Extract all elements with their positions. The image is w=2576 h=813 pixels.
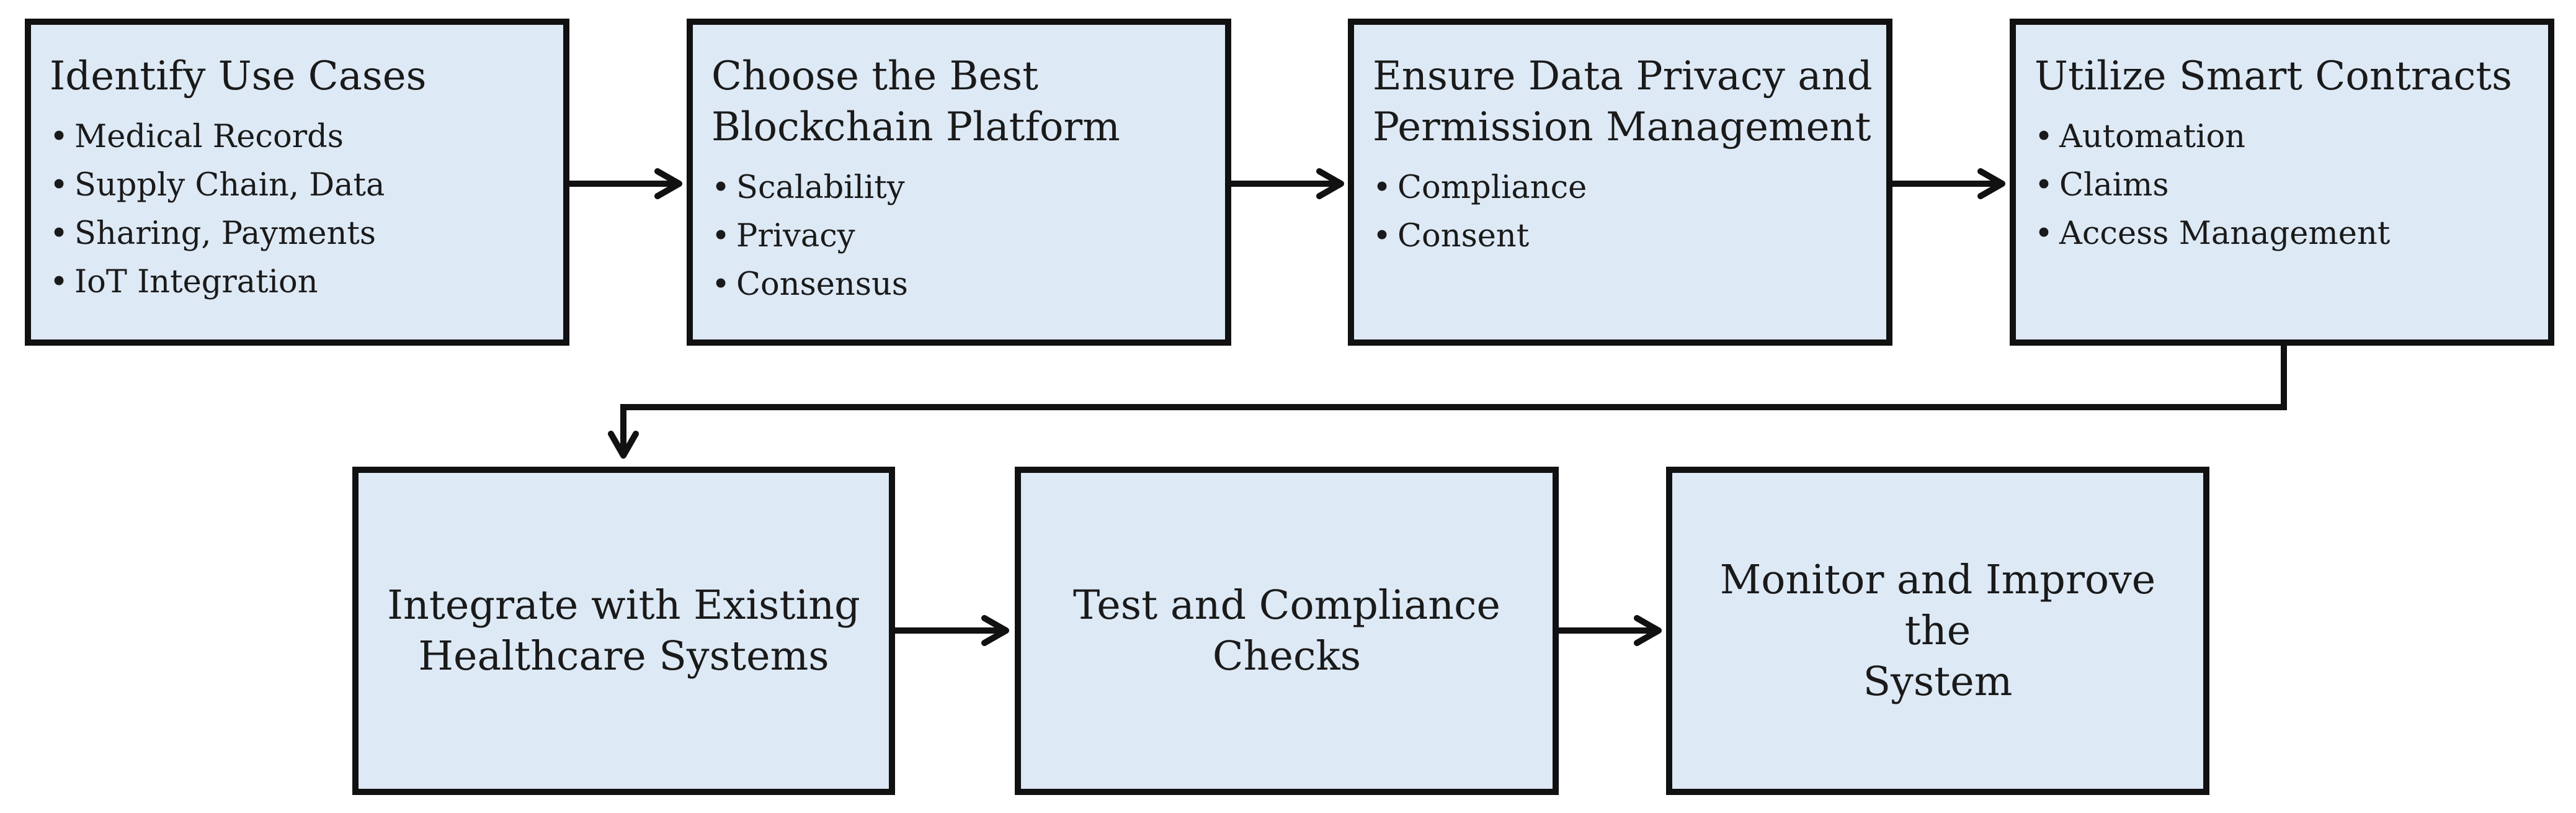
step-test-and-compliance: Test and Compliance Checks <box>1015 467 1559 795</box>
bullet-item: Compliance <box>1373 164 1868 212</box>
bullet-item: Supply Chain, Data <box>50 161 545 210</box>
step-title: Test and Compliance Checks <box>1073 580 1500 682</box>
step-title: Integrate with Existing Healthcare Syste… <box>387 580 860 682</box>
step-choose-blockchain-platform: Choose the Best Blockchain Platform Scal… <box>687 19 1231 346</box>
bullet-item: Consensus <box>711 261 1206 309</box>
bullet-item: Privacy <box>711 212 1206 261</box>
bullet-list: Scalability Privacy Consensus <box>711 164 1206 309</box>
step-title-line: Healthcare Systems <box>418 632 829 680</box>
bullet-item: Sharing, Payments <box>50 210 545 258</box>
bullet-item: Consent <box>1373 212 1868 261</box>
step-identify-use-cases: Identify Use Cases Medical Records Suppl… <box>25 19 569 346</box>
step-title: Choose the Best Blockchain Platform <box>711 51 1206 153</box>
step-title: Utilize Smart Contracts <box>2035 51 2529 102</box>
step-title-line: Monitor and Improve the <box>1719 556 2156 654</box>
bullet-item: IoT Integration <box>50 258 545 307</box>
step-title-line: Blockchain Platform <box>711 104 1120 150</box>
step-title-line: System <box>1863 658 2013 705</box>
step-utilize-smart-contracts: Utilize Smart Contracts Automation Claim… <box>2010 19 2554 346</box>
step-title-line: Test and Compliance <box>1073 582 1500 629</box>
step-title-line: Ensure Data Privacy and <box>1373 53 1873 99</box>
step-title-line: Choose the Best <box>711 53 1038 99</box>
arrow-step4-to-step5 <box>608 346 2287 459</box>
step-title: Identify Use Cases <box>50 51 545 102</box>
step-title-line: Checks <box>1212 632 1362 680</box>
bullet-item: Scalability <box>711 164 1206 212</box>
bullet-item: Claims <box>2035 161 2529 210</box>
step-title-line: Permission Management <box>1373 104 1871 150</box>
step-integrate-healthcare-systems: Integrate with Existing Healthcare Syste… <box>352 467 895 795</box>
bullet-list: Medical Records Supply Chain, Data Shari… <box>50 113 545 307</box>
bullet-item: Automation <box>2035 113 2529 161</box>
step-monitor-and-improve: Monitor and Improve the System <box>1666 467 2209 795</box>
step-title-line: Utilize Smart Contracts <box>2035 53 2512 99</box>
bullet-item: Medical Records <box>50 113 545 161</box>
bullet-list: Compliance Consent <box>1373 164 1868 261</box>
step-ensure-data-privacy: Ensure Data Privacy and Permission Manag… <box>1348 19 1892 346</box>
step-title: Monitor and Improve the System <box>1687 555 2188 707</box>
step-title-line: Integrate with Existing <box>387 582 860 629</box>
step-title: Ensure Data Privacy and Permission Manag… <box>1373 51 1873 153</box>
step-title-line: Identify Use Cases <box>50 53 427 99</box>
bullet-list: Automation Claims Access Management <box>2035 113 2529 258</box>
bullet-item: Access Management <box>2035 210 2529 258</box>
